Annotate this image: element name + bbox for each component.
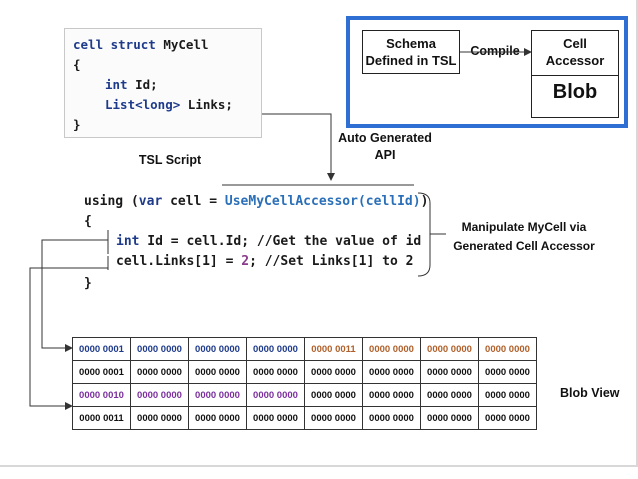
slide-frame (0, 0, 638, 467)
blob-cell: 0000 0000 (304, 406, 363, 430)
auto-generated-caption: Auto Generated API (338, 131, 432, 162)
blob-cell: 0000 0000 (188, 406, 247, 430)
blob-cell: 0000 0000 (246, 406, 305, 430)
code-bracket (417, 192, 431, 277)
blob-cell: 0000 0001 (72, 337, 131, 361)
tsl-line-3: int Id; (105, 77, 158, 92)
tsl-line-5: } (73, 117, 81, 132)
usage-line-3: int Id = cell.Id; //Get the value of id (116, 234, 422, 249)
blob-cell: 0000 0000 (362, 406, 421, 430)
usage-line-1: using (var cell = UseMyCellAccessor(cell… (84, 194, 429, 209)
blob-cell: 0000 0000 (420, 406, 479, 430)
blob-cell: 0000 0000 (304, 383, 363, 407)
usage-line-2: { (84, 214, 92, 229)
tsl-line-1: cell struct MyCell (73, 37, 209, 52)
tsl-script-caption: TSL Script (138, 153, 202, 167)
tsl-line-4: List<long> Links; (105, 97, 233, 112)
blob-cell: 0000 0000 (246, 360, 305, 384)
usage-line-4: cell.Links[1] = 2; //Set Links[1] to 2 (116, 254, 414, 269)
usage-line-5: } (84, 276, 92, 291)
schema-box: Schema Defined in TSL (362, 30, 460, 74)
compile-flow-frame (346, 16, 628, 128)
blob-cell: 0000 0000 (130, 406, 189, 430)
tsl-script-box: cell struct MyCell { int Id; List<long> … (64, 28, 262, 138)
set-links-arrow (29, 267, 108, 410)
blob-cell: 0000 0000 (188, 337, 247, 361)
blob-cell: 0000 0000 (478, 406, 537, 430)
blob-cell: 0000 0011 (304, 337, 363, 361)
blob-cell: 0000 0000 (130, 360, 189, 384)
blob-cell: 0000 0000 (362, 337, 421, 361)
cell-accessor-box: Cell Accessor Blob (531, 30, 619, 118)
blob-divider (532, 75, 618, 76)
manipulate-caption: Manipulate MyCell via Generated Cell Acc… (453, 220, 595, 253)
blob-cell: 0000 0000 (246, 383, 305, 407)
blob-cell: 0000 0000 (478, 383, 537, 407)
blob-cell: 0000 0010 (72, 383, 131, 407)
compile-label: Compile (470, 44, 520, 58)
blob-cell: 0000 0011 (72, 406, 131, 430)
blob-cell: 0000 0000 (130, 383, 189, 407)
blob-cell: 0000 0000 (478, 337, 537, 361)
blob-cell: 0000 0000 (130, 337, 189, 361)
blob-label: Blob (552, 81, 598, 103)
get-id-arrow (41, 239, 108, 352)
blob-cell: 0000 0000 (246, 337, 305, 361)
blob-view-label: Blob View (560, 386, 620, 400)
blob-cell: 0000 0000 (420, 337, 479, 361)
tsl-line-2: { (73, 57, 81, 72)
blob-cell: 0000 0000 (420, 360, 479, 384)
generated-api-arrow (262, 113, 335, 181)
